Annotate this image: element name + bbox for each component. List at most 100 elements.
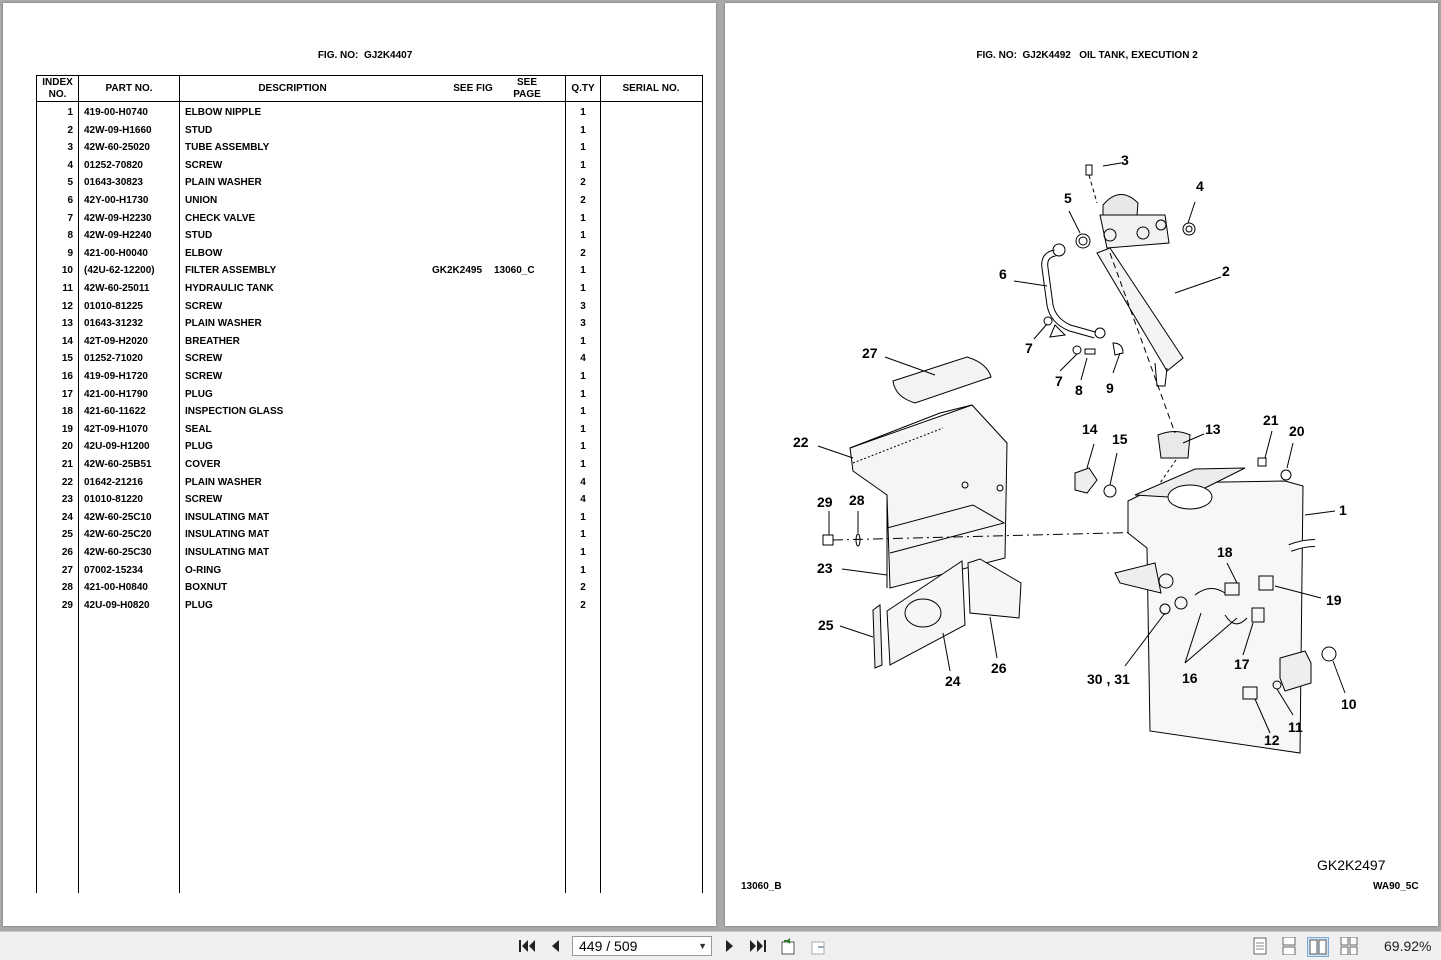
last-page-icon xyxy=(750,940,766,952)
index-cell: 28 xyxy=(61,582,73,594)
part-no-cell: 42W-09-H2230 xyxy=(84,212,152,224)
continuous-icon xyxy=(1282,937,1296,955)
callout-label: 16 xyxy=(1182,670,1198,686)
page-number-field[interactable]: 449 / 509 ▼ xyxy=(572,936,712,956)
pdf-viewer-toolbar: 449 / 509 ▼ 69.92% xyxy=(0,931,1441,960)
previous-page-button[interactable] xyxy=(545,937,565,955)
header-see-fig: SEE FIG xyxy=(453,82,493,94)
callout-label: 17 xyxy=(1234,656,1250,672)
callout-label: 2 xyxy=(1222,263,1230,279)
callout-label: 5 xyxy=(1064,190,1072,206)
single-page-icon xyxy=(1253,937,1267,955)
callout-label: 21 xyxy=(1263,412,1279,428)
index-cell: 27 xyxy=(61,564,73,576)
see-page-cell: 13060_C xyxy=(494,265,535,277)
description-cell: HYDRAULIC TANK xyxy=(185,283,274,294)
description-cell: PLAIN WASHER xyxy=(185,476,262,488)
next-view-button[interactable] xyxy=(808,937,828,955)
callout-label: 25 xyxy=(818,617,834,633)
two-page-continuous-view-button[interactable] xyxy=(1339,937,1359,955)
qty-cell: 1 xyxy=(580,388,586,400)
callout-label: 15 xyxy=(1112,431,1128,447)
description-cell: BOXNUT xyxy=(185,582,228,594)
index-cell: 4 xyxy=(67,159,73,171)
column-divider xyxy=(600,75,601,893)
index-cell: 16 xyxy=(61,371,73,382)
header-index-no: INDEX NO. xyxy=(42,76,73,100)
index-cell: 6 xyxy=(67,195,73,206)
page-number-display: 449 / 509 xyxy=(579,938,638,954)
callout-label: 7 xyxy=(1055,373,1063,389)
callout-label: 24 xyxy=(945,673,961,689)
qty-cell: 3 xyxy=(580,318,586,330)
description-cell: FILTER ASSEMBLY xyxy=(185,265,277,277)
fig-label: FIG. NO: xyxy=(317,50,359,61)
zoom-level[interactable]: 69.92% xyxy=(1384,938,1432,954)
qty-cell: 1 xyxy=(580,441,586,453)
fig-number: GJ2K4492 xyxy=(1022,50,1071,61)
header-see-page: SEE PAGE xyxy=(513,76,541,100)
first-page-button[interactable] xyxy=(517,937,537,955)
qty-cell: 1 xyxy=(580,511,586,523)
description-cell: SCREW xyxy=(185,371,223,382)
next-page-button[interactable] xyxy=(720,937,740,955)
index-cell: 22 xyxy=(61,476,73,488)
last-page-button[interactable] xyxy=(748,937,768,955)
fig-number: GJ2K4407 xyxy=(363,50,413,61)
single-page-view-button[interactable] xyxy=(1250,937,1270,955)
description-cell: ELBOW NIPPLE xyxy=(185,107,262,118)
description-cell: CHECK VALVE xyxy=(185,212,256,224)
callout-label: 26 xyxy=(991,660,1007,676)
description-cell: INSULATING MAT xyxy=(185,547,270,558)
part-no-cell: 42W-09-H2240 xyxy=(84,230,152,242)
continuous-view-button[interactable] xyxy=(1279,937,1299,955)
callout-label: 30 , 31 xyxy=(1087,671,1130,687)
see-fig-cell: GK2K2495 xyxy=(432,265,483,277)
fig-title-text: OIL TANK, EXECUTION 2 xyxy=(1079,50,1198,61)
callout-label: 8 xyxy=(1075,382,1083,398)
qty-cell: 2 xyxy=(580,195,586,206)
description-cell: SCREW xyxy=(185,494,223,506)
qty-cell: 4 xyxy=(580,494,586,506)
qty-cell: 1 xyxy=(580,547,586,558)
exploded-parts-drawing: 3 4 5 2 6 7 7 8 9 27 22 14 15 13 21 20 1… xyxy=(793,152,1357,754)
callout-label: 3 xyxy=(1121,152,1129,168)
description-cell: PLUG xyxy=(185,388,213,400)
callout-label: 10 xyxy=(1341,696,1357,712)
callout-label: 23 xyxy=(817,560,833,576)
callout-label: 4 xyxy=(1196,178,1204,194)
qty-cell: 4 xyxy=(580,353,586,365)
callout-label: 11 xyxy=(1288,719,1303,735)
part-no-cell: 42W-60-25C10 xyxy=(84,511,152,523)
header-part-no: PART NO. xyxy=(105,82,153,94)
left-page: FIG. NO: GJ2K4407 INDEX NO. PART NO. DES… xyxy=(3,3,716,926)
index-cell: 24 xyxy=(61,511,73,523)
previous-view-button[interactable] xyxy=(778,937,798,955)
next-page-icon xyxy=(726,940,733,952)
header-description: DESCRIPTION xyxy=(258,82,327,94)
two-page-view-button[interactable] xyxy=(1307,937,1329,957)
callout-label: 14 xyxy=(1082,421,1098,437)
part-no-cell: 42U-09-H1200 xyxy=(84,441,150,453)
callout-label: 7 xyxy=(1025,340,1033,356)
qty-cell: 1 xyxy=(580,142,586,154)
table-header: INDEX NO. PART NO. DESCRIPTION SEE FIG S… xyxy=(37,75,702,102)
description-cell: PLUG xyxy=(185,441,213,453)
index-cell: 13 xyxy=(61,318,73,330)
index-cell: 7 xyxy=(67,212,73,224)
part-no-cell: 419-09-H1720 xyxy=(84,371,148,382)
description-cell: SCREW xyxy=(185,353,223,365)
description-cell: O-RING xyxy=(185,564,222,576)
part-no-cell: 42T-09-H1070 xyxy=(84,423,148,435)
callout-label: 1 xyxy=(1339,502,1347,518)
qty-cell: 4 xyxy=(580,476,586,488)
description-cell: PLUG xyxy=(185,599,213,611)
fig-title: FIG. NO: GJ2K4492 OIL TANK, EXECUTION 2 xyxy=(725,39,1438,72)
